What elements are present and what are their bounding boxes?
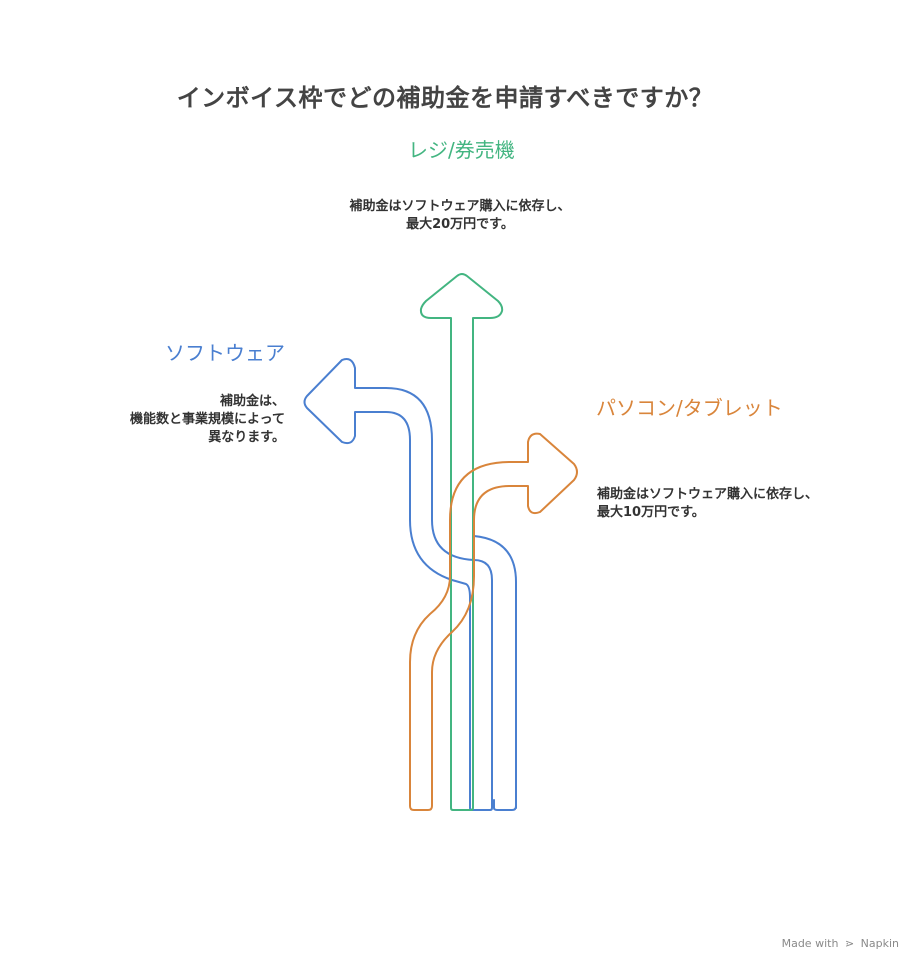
option-desc-register: 補助金はソフトウェア購入に依存し、 最大20万円です。 xyxy=(300,198,620,234)
option-desc-register-line1: 補助金はソフトウェア購入に依存し、 xyxy=(349,199,571,214)
pc-tablet-arrow-outline xyxy=(409,432,578,811)
option-label-register: レジ/券売機 xyxy=(408,138,515,162)
pc-tablet-arrow xyxy=(409,432,578,811)
option-desc-register-line2: 最大20万円です。 xyxy=(406,217,514,232)
option-desc-software-line2: 機能数と事業規模によって xyxy=(130,412,285,427)
option-desc-software-line3: 異なります。 xyxy=(208,430,285,445)
option-desc-pc-tablet-line1: 補助金はソフトウェア購入に依存し、 xyxy=(597,487,819,502)
option-desc-pc-tablet-line2: 最大10万円です。 xyxy=(597,505,705,520)
made-with-napkin: Made with ⋗ Napkin xyxy=(782,937,899,950)
option-label-software: ソフトウェア xyxy=(165,341,285,365)
register-arrow-outline xyxy=(419,273,504,811)
option-desc-software: 補助金は、 機能数と事業規模によって 異なります。 xyxy=(80,393,285,447)
option-desc-software-line1: 補助金は、 xyxy=(219,394,285,409)
option-desc-pc-tablet: 補助金はソフトウェア購入に依存し、 最大10万円です。 xyxy=(597,486,897,522)
register-arrow xyxy=(419,273,504,811)
napkin-logo-icon: ⋗ xyxy=(844,937,855,950)
option-label-pc-tablet: パソコン/タブレット xyxy=(596,396,783,420)
software-arrow-right-edge xyxy=(473,535,517,809)
software-arrow-bottom-cap xyxy=(493,805,517,811)
made-with-text: Made with xyxy=(781,937,839,950)
napkin-brand-text: Napkin xyxy=(860,937,899,950)
page-title: インボイス枠でどの補助金を申請すべきですか？ xyxy=(176,84,714,112)
software-arrow-outline xyxy=(303,358,493,811)
software-arrow xyxy=(303,358,517,811)
